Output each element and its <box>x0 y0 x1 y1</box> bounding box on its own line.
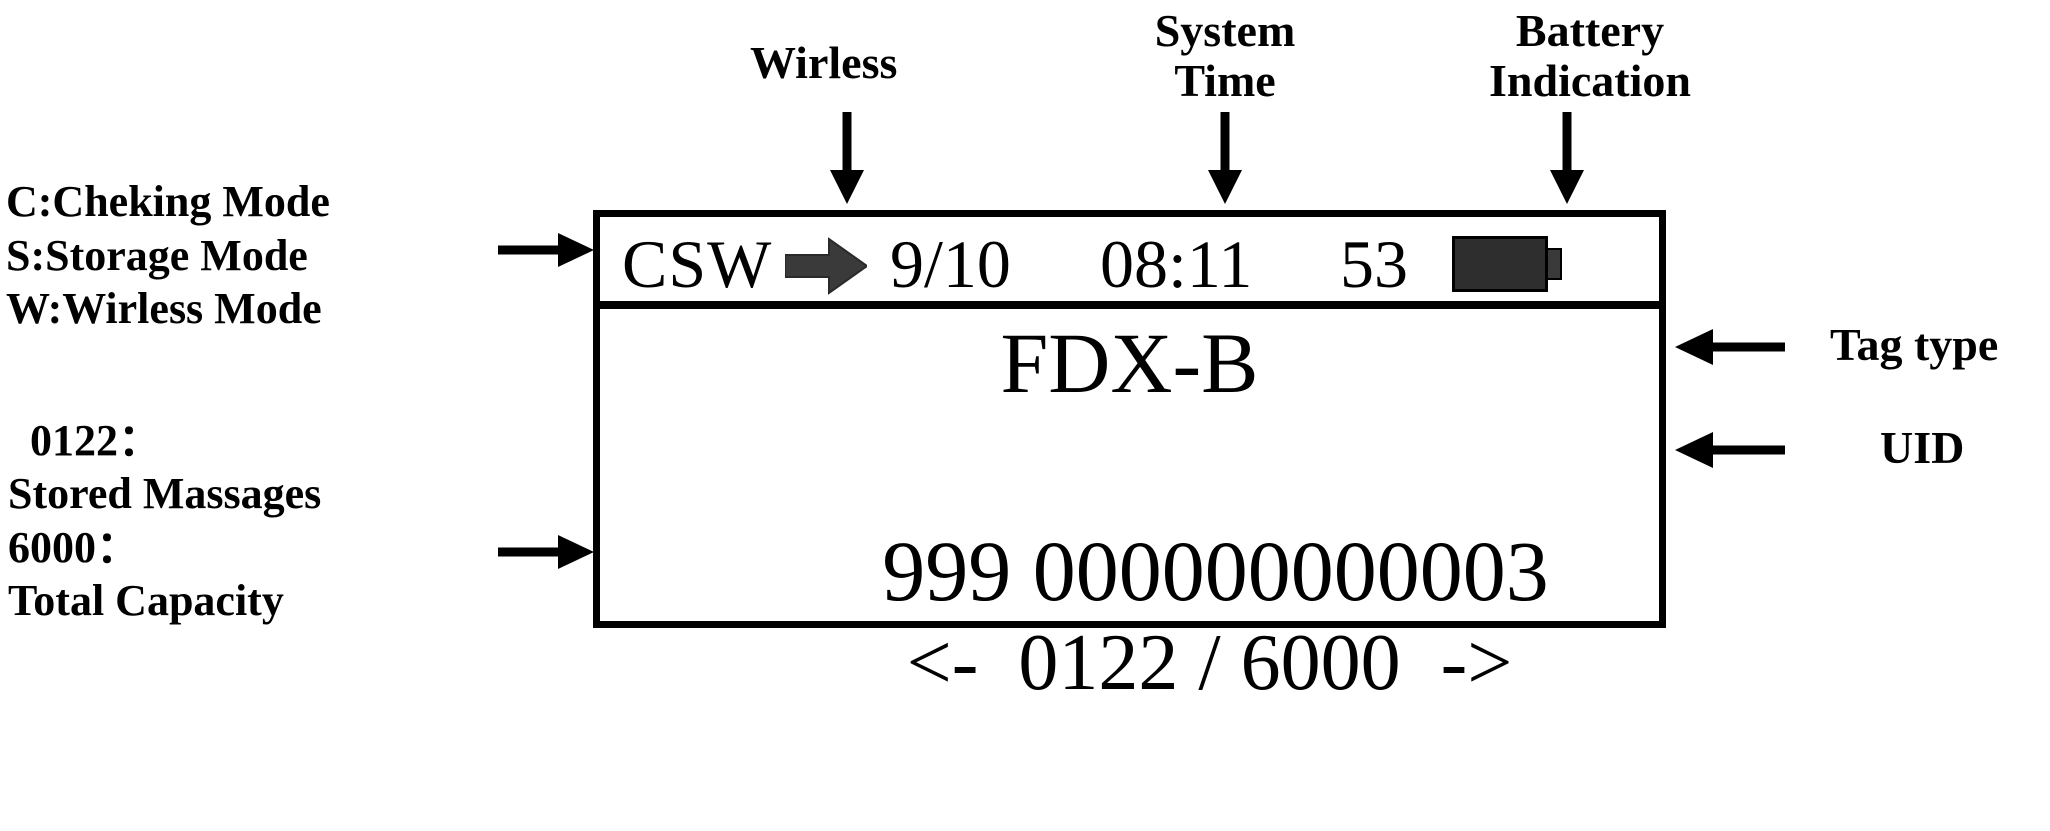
record-total-value: 6000 <box>1240 619 1401 707</box>
capacity-pointer-arrow-right-icon <box>498 530 594 574</box>
mode-legend-wireless: W:Wirless Mode <box>6 284 322 334</box>
battery-annotation-line1: Battery <box>1515 5 1665 56</box>
stored-messages-label: Stored Massages <box>8 468 322 518</box>
wireless-right-arrow-icon <box>784 237 869 300</box>
tag-type-pointer-arrow-left-icon <box>1675 325 1785 369</box>
system-time-annotation-label: System Time <box>1090 6 1360 105</box>
record-gap-1 <box>978 619 1018 707</box>
battery-annotation-line2: Indication <box>1489 54 1691 106</box>
uid-pointer-arrow-left-icon <box>1675 428 1785 472</box>
record-gap-2 <box>1178 619 1198 707</box>
lcd-uid-row: 999 000000000003 <box>600 421 1659 721</box>
status-date: 9/10 <box>890 226 1011 302</box>
uid-annotation-label: UID <box>1880 422 1965 473</box>
status-mode-indicator: CSW <box>622 226 773 302</box>
battery-annotation-label: Battery Indication <box>1425 6 1755 105</box>
lcd-record-navigation-row: <- 0122 / 6000 -> <box>600 527 1659 800</box>
stored-messages-value: 0122： <box>30 416 162 465</box>
wireless-annotation-label: Wirless <box>750 37 898 88</box>
total-capacity-label: Total Capacity <box>8 575 284 625</box>
total-capacity-value: 6000： <box>8 523 140 572</box>
lcd-status-bar: CSW 9/10 08:11 53 <box>600 217 1659 309</box>
wireless-pointer-arrow-down-icon <box>825 112 869 204</box>
lcd-content-area: FDX-B 999 000000000003 <- 0122 / 6000 -> <box>600 309 1659 707</box>
record-index-value: 0122 <box>1018 619 1179 707</box>
system-time-pointer-arrow-down-icon <box>1203 112 1247 204</box>
record-separator: / <box>1198 619 1221 707</box>
mode-legend-storage: S:Storage Mode <box>6 230 308 280</box>
battery-body <box>1452 236 1548 292</box>
device-lcd-screen: CSW 9/10 08:11 53 FDX-B 999 000000000003… <box>593 210 1666 707</box>
battery-terminal <box>1546 248 1562 280</box>
lcd-uid-number: 000000000003 <box>1032 523 1549 619</box>
mode-legend: C:Cheking Mode S:Storage Mode W:Wirless … <box>6 175 330 336</box>
total-capacity-legend: 6000： Total Capacity <box>8 522 284 628</box>
record-prev-arrow-icon[interactable]: <- <box>906 619 979 707</box>
record-next-arrow-icon[interactable]: -> <box>1440 619 1513 707</box>
lcd-uid-prefix: 999 <box>882 523 1012 619</box>
mode-legend-pointer-arrow-right-icon <box>498 228 594 272</box>
status-seconds: 53 <box>1340 226 1408 302</box>
tag-type-annotation-label: Tag type <box>1830 319 1999 370</box>
record-gap-4 <box>1401 619 1441 707</box>
system-time-annotation-line2: Time <box>1174 54 1276 106</box>
battery-pointer-arrow-down-icon <box>1545 112 1589 204</box>
battery-full-icon <box>1452 236 1562 292</box>
mode-legend-checking: C:Cheking Mode <box>6 177 330 226</box>
stored-messages-legend: 0122： Stored Massages <box>8 415 321 521</box>
lcd-tag-type-value: FDX-B <box>1000 315 1259 411</box>
system-time-annotation-line1: System <box>1154 5 1296 56</box>
record-gap-3 <box>1221 619 1241 707</box>
status-time: 08:11 <box>1100 226 1253 302</box>
